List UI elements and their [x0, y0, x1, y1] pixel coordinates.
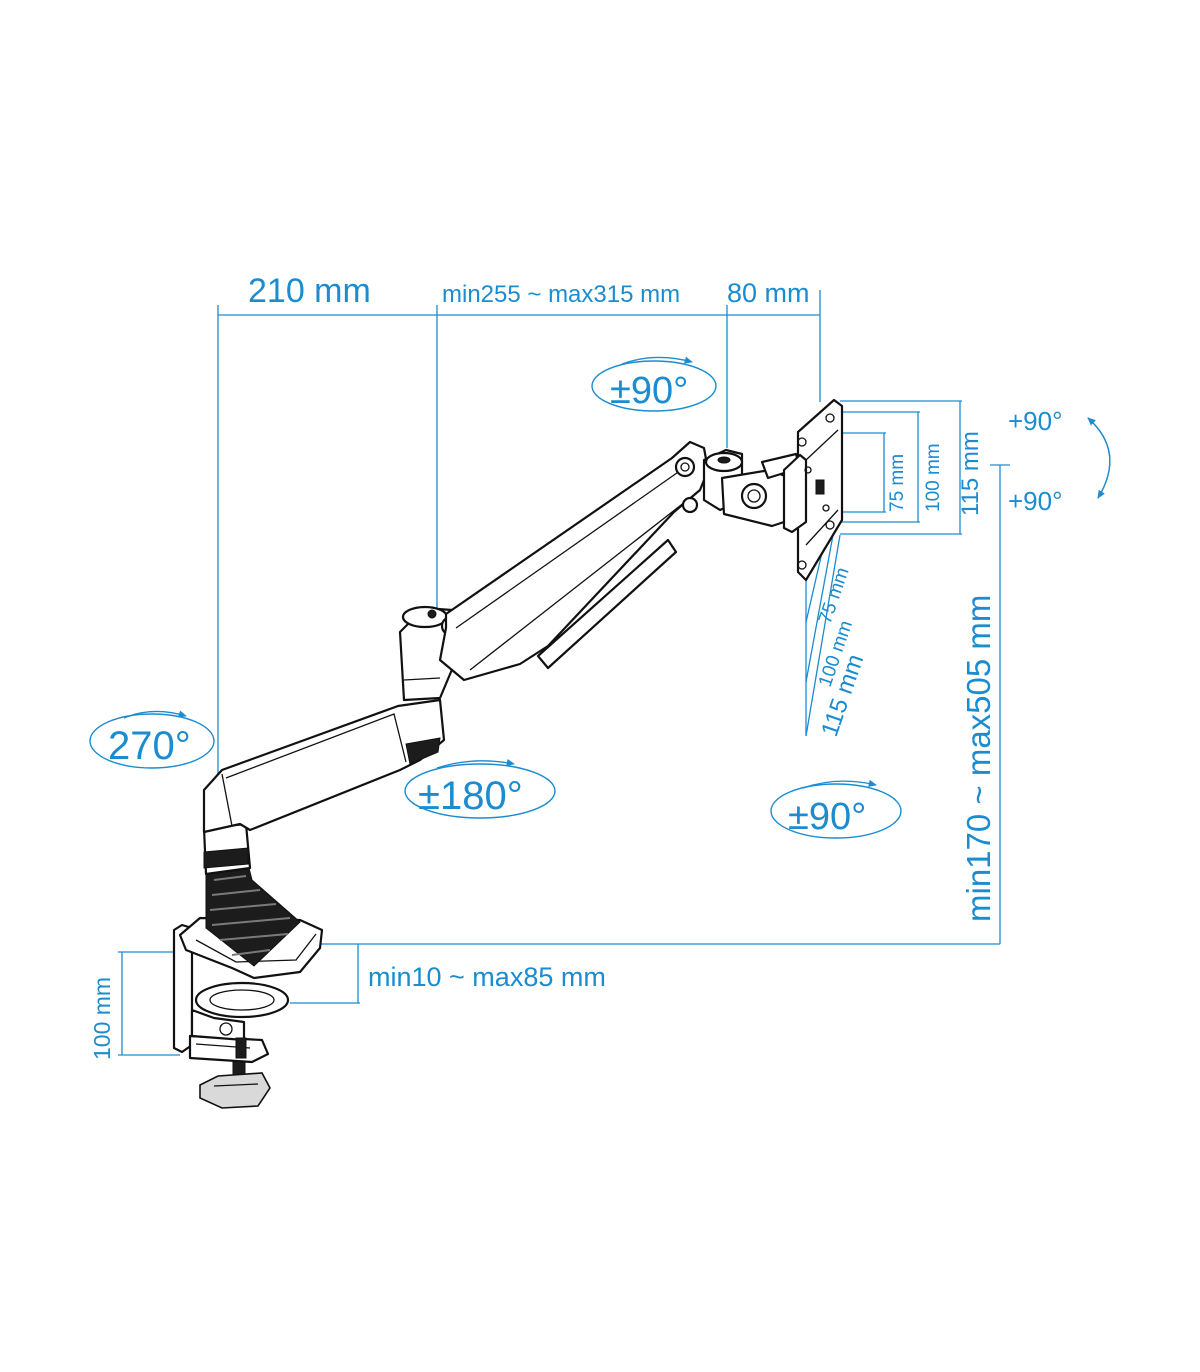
desk-clamp: [172, 923, 290, 1064]
rotation-base-label: 270°: [108, 724, 191, 768]
vesa-75-diagonal: 75 mm: [815, 565, 854, 627]
pole: [202, 822, 301, 967]
dim-210: 210 mm: [248, 272, 371, 310]
rotation-panel: ±90°: [770, 779, 902, 839]
rotation-arm: ±180°: [404, 759, 556, 819]
rotation-tilt-up-label: +90°: [1008, 406, 1063, 436]
dim-80: 80 mm: [727, 278, 810, 308]
rotation-arm-label: ±180°: [418, 774, 523, 818]
monitor-arm: [172, 398, 844, 1109]
vesa-75-vertical: 75 mm: [887, 454, 908, 512]
vesa-plate: [782, 398, 844, 582]
vesa-115-vertical: 115 mm: [957, 431, 984, 516]
rotation-head: ±90°: [591, 356, 717, 412]
rotation-tilt-down-label: +90°: [1008, 486, 1063, 516]
dim-height-range: min170 ~ max505 mm: [960, 595, 997, 922]
rotation-base: 270°: [89, 710, 215, 769]
rotation-head-label: ±90°: [610, 370, 688, 412]
dim-clamp-thickness: min10 ~ max85 mm: [368, 962, 606, 992]
dim-255-315: min255 ~ max315 mm: [442, 281, 680, 308]
tilt-joint: [702, 448, 802, 528]
vesa-100-vertical: 100 mm: [923, 443, 944, 512]
dim-clamp-height: 100 mm: [89, 977, 115, 1060]
rotation-tilt: +90° +90°: [1008, 406, 1111, 516]
upper-arm: [438, 440, 710, 682]
lower-arm: [202, 698, 446, 834]
rotation-panel-label: ±90°: [788, 796, 866, 838]
dimension-lines: [118, 290, 1010, 1056]
